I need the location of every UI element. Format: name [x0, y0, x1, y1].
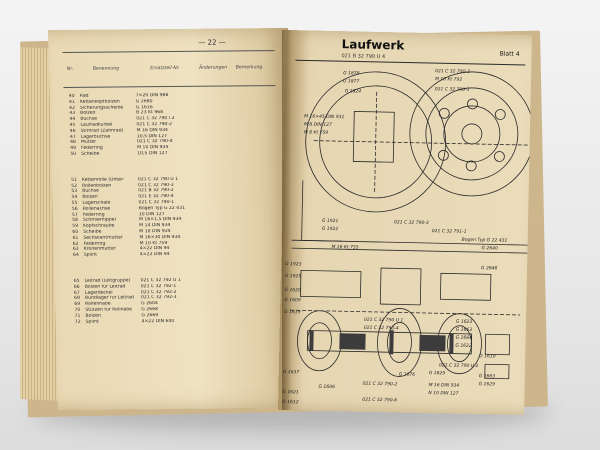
item-part-number: 10,5 DIN 127 — [137, 151, 168, 157]
drawing-callout: G 1629 — [428, 371, 446, 377]
drawing-callout: M 16 Kt 792 — [434, 77, 463, 83]
drawing-callout: G 1606 — [318, 384, 335, 391]
drawing-callout: G 1610 — [479, 354, 496, 360]
drawing-callout: 021 C 32 790 U 2 — [438, 363, 479, 370]
drawing-callout: G 1922 — [321, 226, 339, 233]
drawing-callout: 021 C 32 790-6 — [362, 397, 398, 404]
drawing-callout: G 2640 — [481, 246, 498, 252]
item-number: 50 — [70, 151, 77, 157]
drawing-callout: 021 C 32 790 U 1 — [363, 317, 404, 324]
drawing-callout: G 1622 — [455, 343, 472, 349]
drawing-callout: M 8 DIN 127 — [303, 122, 332, 128]
page-number: — 22 — — [198, 38, 226, 47]
drawing-callout: 021 C 32 790-2 — [435, 69, 471, 75]
drawing-callout: 021 C 32 790-2 — [362, 381, 398, 388]
table-header: Nr. Benennung Ersatzteil-Nr. Änderungen … — [62, 50, 276, 88]
drawing-callout: G 1824 — [344, 89, 362, 95]
item-description: Scheibe — [81, 151, 100, 157]
drawing-callout: G 1877 — [342, 79, 360, 85]
drawing-callout: N 10 DIN 127 — [428, 391, 459, 397]
item-description: Splint — [85, 319, 99, 325]
drawing-callout: M 16 DIN 934 — [428, 383, 460, 389]
drawing-callout: G 1676 — [398, 372, 416, 378]
left-page: — 22 — Nr. Benennung Ersatzteil-Nr. Ände… — [47, 28, 298, 410]
header-changes: Änderungen — [198, 65, 228, 71]
drawing-callout: Bogen Typ G 22 431 — [461, 237, 508, 244]
drawing-callout: G 1623 — [455, 319, 473, 325]
right-page: Laufwerk 021 B 32 790 U 4 Blatt 4 — [278, 30, 532, 416]
drawing-callout: G 1629 — [478, 382, 496, 388]
drawing-callout: G 2646 — [480, 266, 498, 272]
technical-drawing — [290, 59, 532, 380]
drawing-callout: 021 C 32 791-1 — [431, 229, 467, 235]
drawing-callout: G 1664 — [455, 335, 473, 341]
header-remark: Bemerkung — [235, 65, 263, 71]
item-number: 64 — [72, 252, 79, 258]
item-part-number: 4×22 DIN 600 — [141, 318, 175, 324]
drawing-callout: 021 C 32 790-1 — [434, 87, 470, 93]
drawing-callout: M 8 Kt 759 — [303, 130, 329, 136]
header-part-number: Ersatzteil-Nr. — [150, 66, 180, 72]
header-description: Benennung — [92, 66, 120, 72]
item-description: Splint — [83, 252, 98, 258]
table-row: 72 Splint 4×22 DIN 600 — [70, 318, 282, 326]
drawing-callout: G 1878 — [343, 71, 360, 77]
book-gutter — [282, 30, 292, 410]
item-part-number: 4×22 DIN 94 — [139, 252, 170, 258]
drawing-callout: 021 C 32 790-3 — [393, 220, 429, 227]
drawing-callout: 021 C 32 790-4 — [363, 325, 399, 332]
drawing-callout: G 1663 — [455, 327, 473, 333]
drawing-callout: M 16×45 DIN 931 — [304, 114, 345, 121]
drawing-callout: M 16 Kt 755 — [331, 245, 359, 251]
item-number: 72 — [74, 319, 81, 325]
drawing-callout: G 1921 — [321, 218, 339, 225]
drawing-callout: G 1663 — [478, 374, 496, 380]
parts-table: Nr. Benennung Ersatzteil-Nr. Änderungen … — [62, 50, 282, 325]
header-no: Nr. — [66, 66, 74, 73]
